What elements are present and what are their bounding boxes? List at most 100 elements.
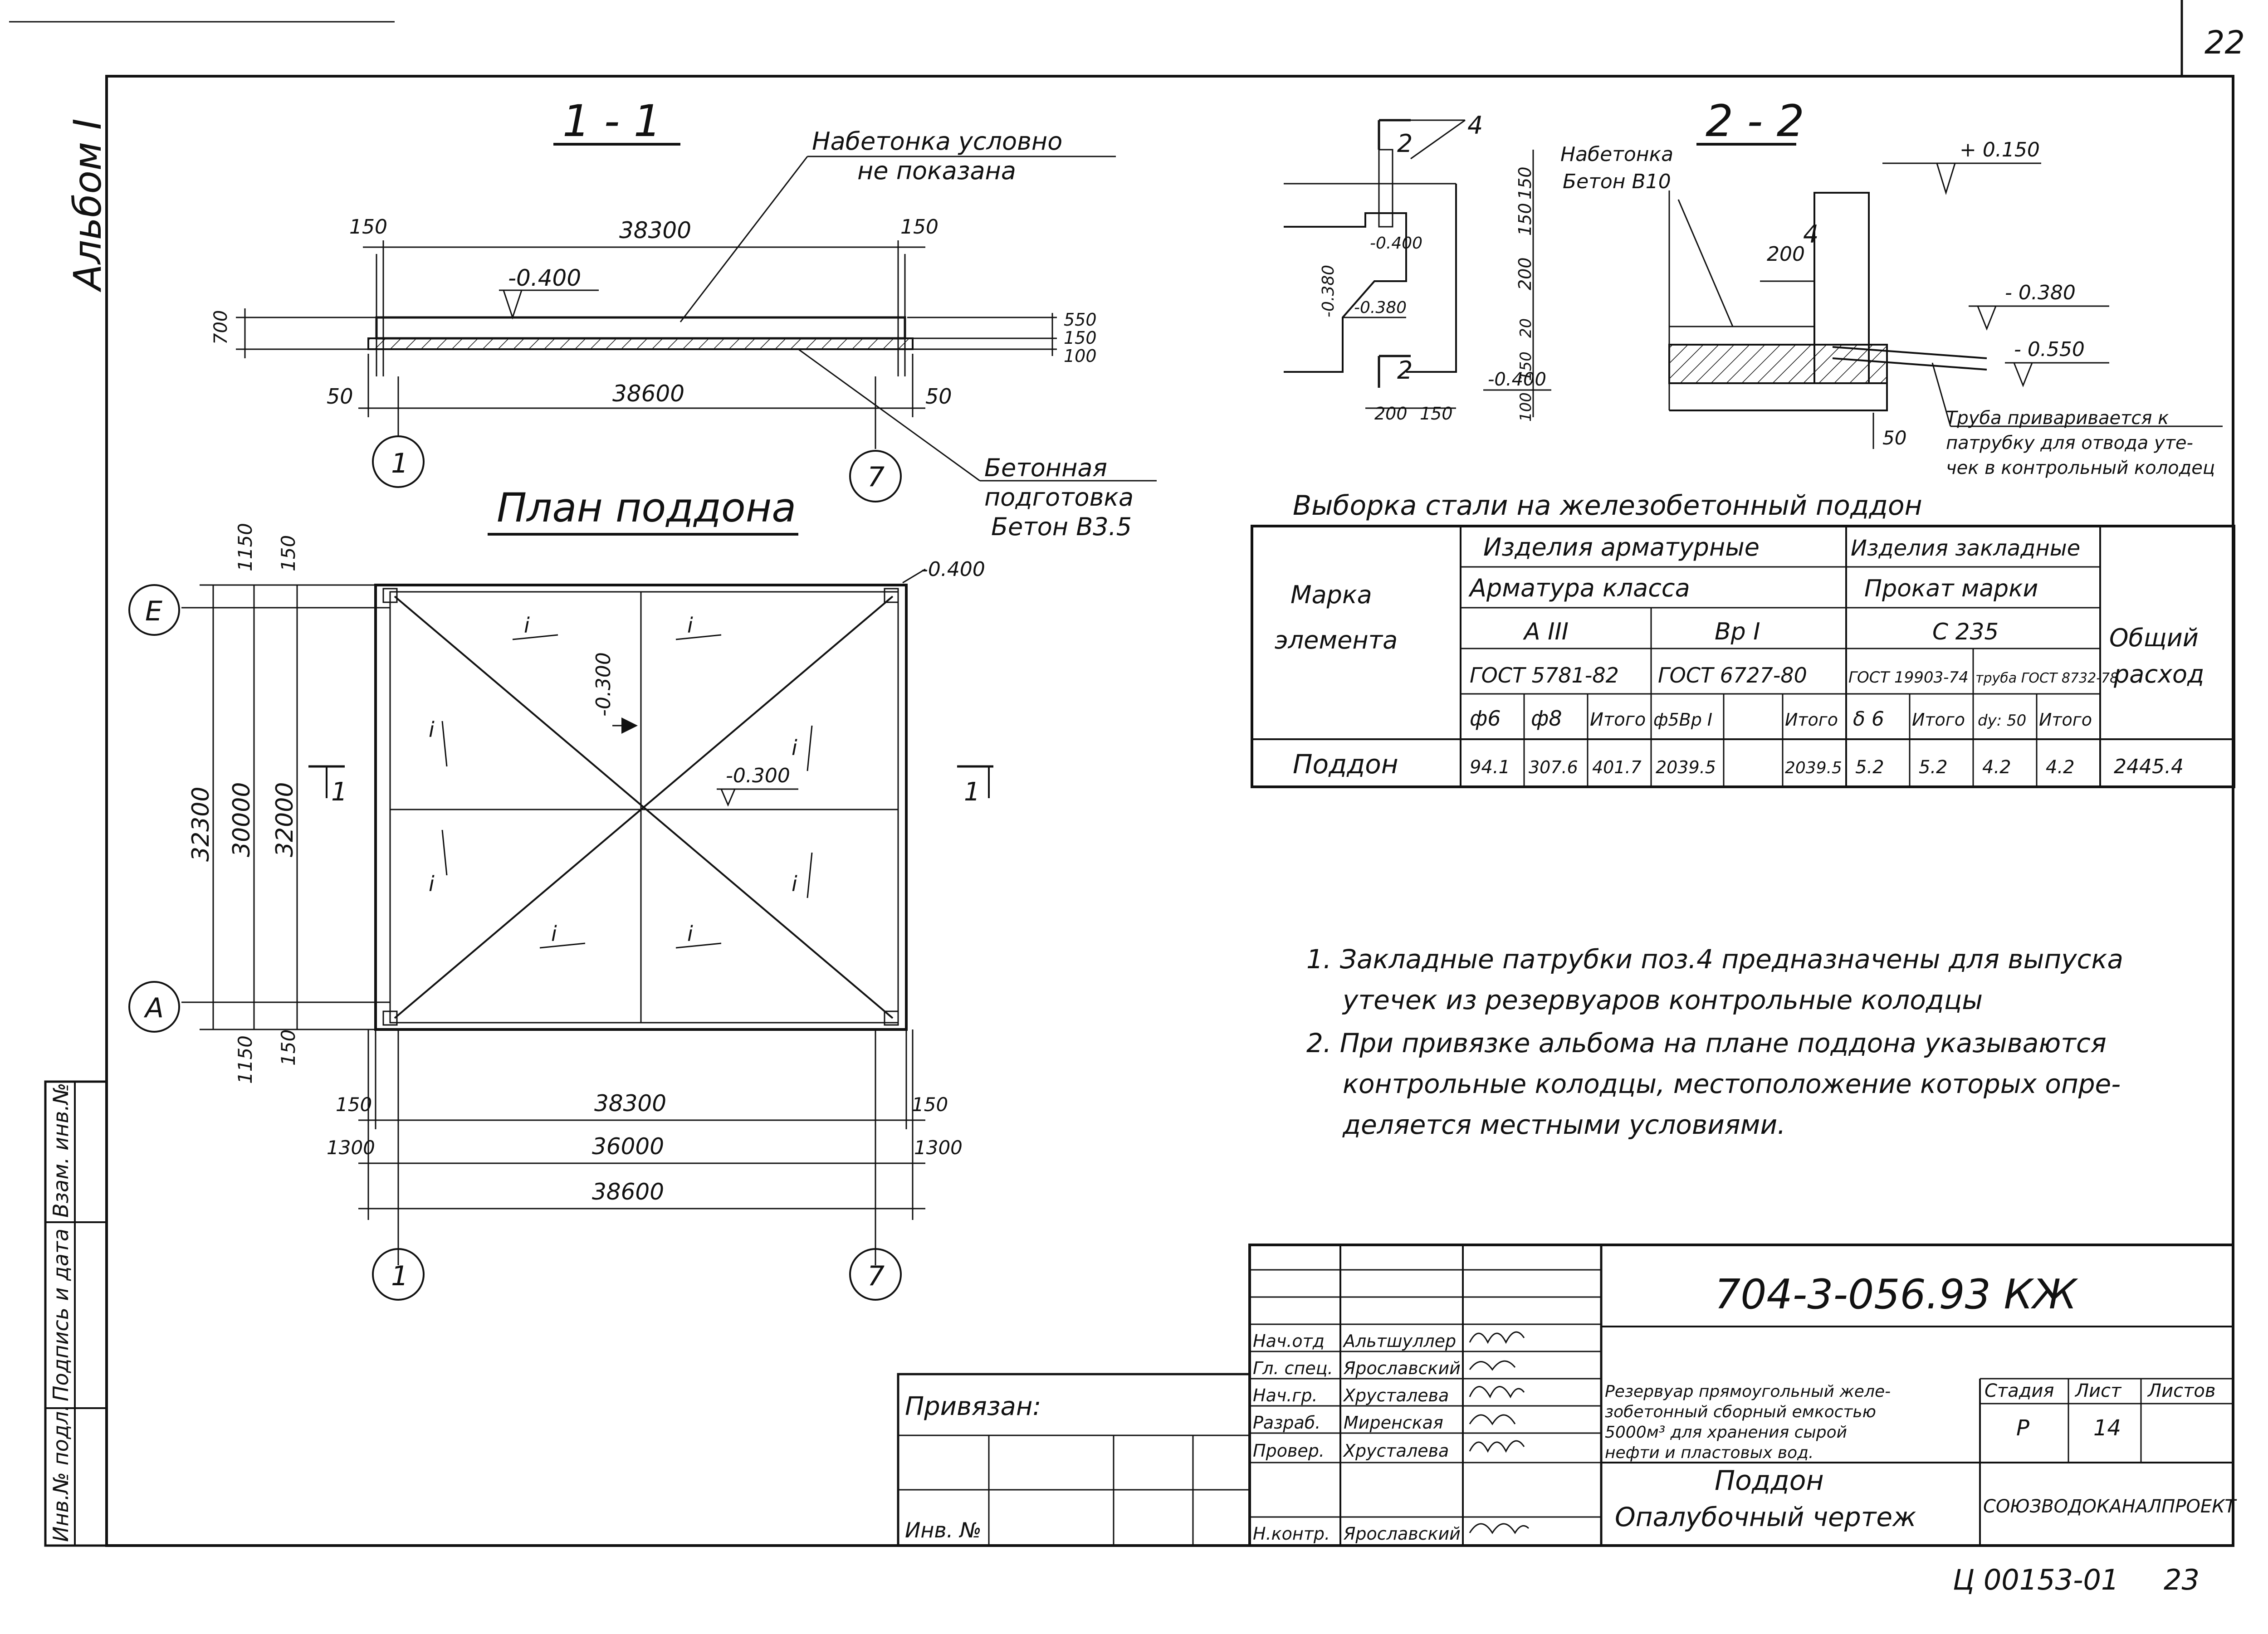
doc-code: 704-3-056.93 КЖ: [1715, 1271, 2078, 1318]
notes: 1. Закладные патрубки поз.4 предназначен…: [1306, 944, 2123, 1140]
head-embedded: Изделия закладные: [1851, 536, 2080, 561]
svg-text:i: i: [687, 922, 693, 946]
dim-150b: 150: [1515, 203, 1535, 236]
svg-text:нефти и пластовых вод.: нефти и пластовых вод.: [1605, 1444, 1813, 1462]
lvl-0400-small: -0.400: [1370, 234, 1422, 253]
lvl-0380-b: -0.380: [1354, 298, 1407, 317]
svg-text:5.2: 5.2: [1855, 757, 1884, 778]
section-2-2-title: 2 - 2: [1706, 96, 1804, 146]
svg-text:4.2: 4.2: [1982, 757, 2011, 778]
svg-text:Разраб.: Разраб.: [1253, 1413, 1320, 1433]
svg-text:Итого: Итого: [1590, 709, 1646, 730]
lvl-0380-a: -0.380: [1319, 265, 1338, 317]
svg-text:Итого: Итого: [1785, 710, 1838, 730]
svg-text:i: i: [524, 613, 530, 638]
privyazan: Привязан:: [905, 1392, 1041, 1421]
stage-v: Р: [2016, 1415, 2029, 1441]
dim-1300-l: 1300: [327, 1136, 375, 1159]
prep-line1: Бетонная: [984, 454, 1107, 482]
dim-100-2: 100: [1517, 392, 1535, 422]
dim-200v: 200: [1515, 257, 1535, 290]
svg-text:i: i: [687, 613, 693, 638]
axis-1-top: 1: [391, 448, 408, 479]
svg-text:Хрусталева: Хрусталева: [1343, 1441, 1449, 1461]
dim-150c: 150: [1517, 351, 1535, 381]
lvl-0400-left: -0.400: [1488, 369, 1546, 390]
svg-text:i: i: [792, 872, 797, 896]
svg-text:Провер.: Провер.: [1253, 1441, 1325, 1461]
dim-150-br: 150: [912, 1093, 948, 1116]
dim-38600: 38600: [612, 380, 684, 407]
title-block: Привязан: Инв. № Нач.отд Альтшуллер Гл. …: [897, 1244, 2238, 1547]
cut-1-left: 1: [331, 777, 347, 807]
svg-text:Ярославский: Ярославский: [1343, 1358, 1461, 1378]
note-2-line2: контрольные колодцы, местоположение кото…: [1343, 1068, 2121, 1099]
cut-2-bottom: 2: [1397, 356, 1413, 385]
album-label: Альбом I: [65, 118, 110, 293]
svg-text:Ярославский: Ярославский: [1343, 1524, 1461, 1544]
note-1-line1: 1. Закладные патрубки поз.4 предназначен…: [1306, 944, 2123, 975]
head-Vr1: Вр I: [1715, 618, 1760, 645]
sheet-v: 14: [2093, 1415, 2121, 1441]
svg-text:5000м³ для хранения сырой: 5000м³ для хранения сырой: [1605, 1423, 1847, 1442]
pallet-outline: [374, 584, 908, 1031]
org: СОЮЗВОДОКАНАЛПРОЕКТ: [1983, 1496, 2238, 1517]
sheet-title1: Поддон: [1715, 1465, 1824, 1497]
dim-550: 550: [1064, 310, 1097, 330]
svg-text:зобетонный сборный емкостью: зобетонный сборный емкостью: [1605, 1403, 1876, 1421]
steel-table: Выборка стали на железобетонный поддон М…: [1251, 490, 2235, 788]
pipe-note2: патрубку для отвода уте-: [1946, 433, 2193, 454]
note-nab-line1: Набетонка условно: [812, 127, 1062, 156]
dim-30000: 30000: [228, 782, 255, 857]
note-nab-line2: не показана: [857, 156, 1016, 185]
dim-1150-top: 1150: [234, 523, 256, 571]
svg-text:Резервуар прямоугольный желе-: Резервуар прямоугольный желе-: [1605, 1382, 1891, 1401]
dim-20: 20: [1517, 318, 1535, 338]
dim-100: 100: [1064, 346, 1097, 366]
note-2-line3: деляется местными условиями.: [1342, 1109, 1786, 1140]
svg-text:i: i: [551, 922, 557, 946]
inv-no: Инв. №: [905, 1518, 982, 1542]
pipe-note1: Труба приваривается к: [1946, 408, 2169, 429]
svg-text:ф8: ф8: [1531, 706, 1562, 731]
head-total2: расход: [2113, 660, 2204, 688]
steel-table-title: Выборка стали на железобетонный поддон: [1293, 490, 1922, 522]
svg-text:2445.4: 2445.4: [2114, 755, 2184, 778]
svg-text:Итого: Итого: [2039, 710, 2092, 730]
head-mark2: элемента: [1275, 626, 1398, 654]
dim-32300: 32300: [187, 787, 215, 862]
svg-text:94.1: 94.1: [1470, 757, 1510, 778]
dim-38300: 38300: [619, 217, 691, 244]
sheet-number-top: 22: [2204, 24, 2245, 61]
head-rebar-items: Изделия арматурные: [1483, 533, 1760, 561]
section-1-1-title: 1 - 1: [562, 96, 661, 146]
plan-view: План поддона -0.400 -0.300 -0.300 i i i …: [128, 484, 993, 1301]
dim-50-left: 50: [327, 384, 353, 409]
dim-150a: 150: [1515, 166, 1535, 200]
svg-text:ф6: ф6: [1470, 706, 1501, 731]
signatures: [1469, 1331, 1530, 1534]
sheet-number-bottom: 23: [2164, 1563, 2200, 1596]
svg-text:Миренская: Миренская: [1344, 1413, 1443, 1433]
dim-200-bottom: 200: [1374, 404, 1408, 424]
cut-2-top: 2: [1397, 129, 1413, 158]
row-name: Поддон: [1293, 749, 1398, 780]
axis-7-top-bubble: [849, 450, 902, 502]
axis-E-bubble: [128, 584, 180, 636]
dim-150-bl: 150: [336, 1093, 372, 1116]
side-stamp: Инв.№ подл. Подпись и дата Взам. инв.№: [44, 1080, 108, 1547]
head-A3: А III: [1523, 618, 1569, 645]
plan-title: План поддона: [497, 484, 796, 531]
svg-text:i: i: [429, 872, 435, 896]
stage-h: Стадия: [1984, 1380, 2054, 1401]
plan-level-center: -0.300: [726, 764, 790, 787]
svg-text:Итого: Итого: [1912, 710, 1965, 730]
svg-text:i: i: [792, 736, 797, 760]
dim-50-right: 50: [925, 384, 952, 409]
svg-text:401.7: 401.7: [1592, 757, 1642, 777]
level-0400: -0.400: [508, 265, 581, 291]
dim-32000: 32000: [271, 782, 298, 857]
dim-38300-plan: 38300: [594, 1090, 666, 1117]
svg-text:5.2: 5.2: [1919, 757, 1948, 778]
slope-marks: i i i i i i i i: [429, 613, 813, 949]
